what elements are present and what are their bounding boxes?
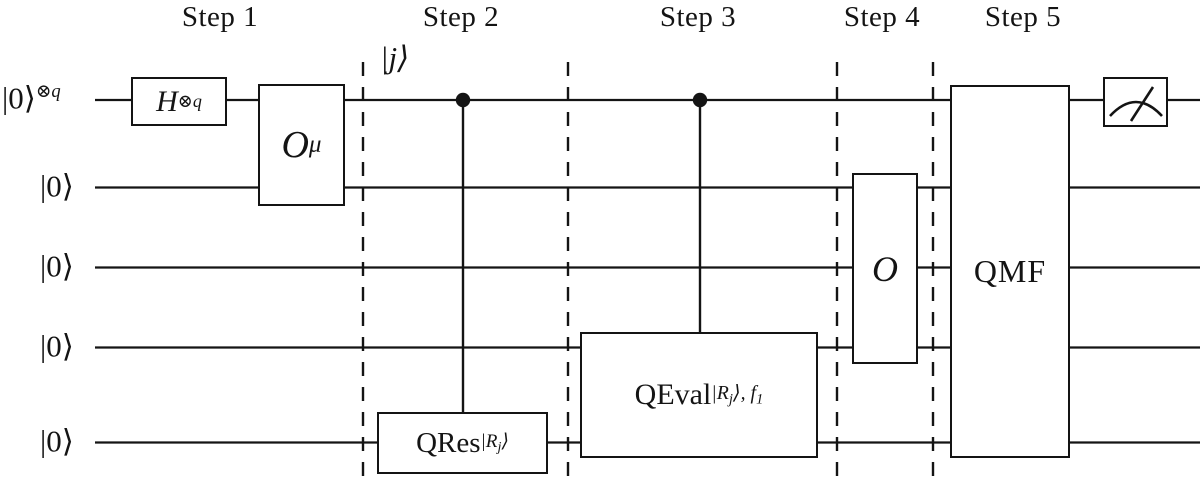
qeval-subscript: |Rj⟩, f1 (711, 381, 763, 408)
oracle-symbol: O (872, 248, 898, 289)
qres-sub-ket: |R (480, 431, 498, 453)
qres-sub-ket-close: ⟩ (501, 431, 509, 453)
control-dot-1 (455, 92, 471, 108)
oracle-gate: O (852, 173, 918, 364)
hadamard-symbol: H (156, 84, 178, 118)
ket-superscript: ⊗q (35, 81, 61, 103)
step-label-1: Step 1 (181, 1, 259, 33)
step-label-2: Step 2 (422, 1, 500, 33)
qres-subscript: |Rj⟩ (481, 429, 509, 456)
wire-label-5: |0⟩ (40, 423, 74, 459)
qeval-name: QEval (634, 378, 712, 411)
wire-label-3: |0⟩ (40, 248, 74, 284)
qres-sub-index: j (497, 439, 502, 456)
qres-gate: QRes|Rj⟩ (377, 412, 548, 474)
step-label-4: Step 4 (843, 1, 921, 33)
gauge-icon (1108, 85, 1163, 122)
hadamard-superscript: ⊗q (177, 91, 202, 111)
wire-label-4: |0⟩ (40, 328, 74, 364)
qeval-sub-f-index: 1 (756, 391, 764, 408)
hadamard-gate: H⊗q (131, 77, 227, 126)
qres-name: QRes (416, 426, 481, 459)
qeval-sub-ket-close: ⟩, f (732, 382, 757, 405)
oracle-mu-subscript: μ (308, 131, 322, 158)
step-label-5: Step 5 (984, 1, 1062, 33)
qmf-gate: QMF (950, 85, 1070, 458)
qeval-sub-ket: |R (711, 382, 729, 405)
wire-label-2: |0⟩ (40, 168, 74, 204)
measurement-gate (1103, 77, 1168, 127)
oracle-mu-symbol: O (281, 124, 309, 166)
wire-label-1: |0⟩⊗q (2, 81, 61, 117)
ket-zero: |0⟩ (2, 80, 36, 116)
qeval-gate: QEval|Rj⟩, f1 (580, 332, 818, 458)
qmf-name: QMF (973, 253, 1047, 289)
j-ket-label: |j⟩ (380, 40, 410, 75)
step-label-3: Step 3 (659, 1, 737, 33)
qeval-sub-index: j (728, 391, 733, 408)
control-dot-2 (692, 92, 708, 108)
